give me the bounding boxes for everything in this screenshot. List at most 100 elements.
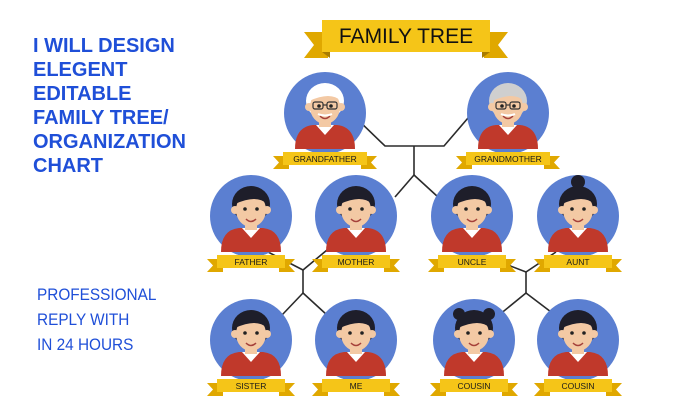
ribbon-band <box>322 255 390 268</box>
name-ribbon: COUSIN <box>430 379 518 396</box>
eye-left <box>348 331 352 335</box>
member-label: FATHER <box>235 257 268 267</box>
member-node-me: ME <box>312 299 400 396</box>
hair-fringe <box>340 187 372 204</box>
reply-promise-line-2: REPLY WITH <box>37 311 130 329</box>
hair-fringe <box>492 84 524 101</box>
title-banner-fold-left <box>322 52 330 58</box>
member-label: COUSIN <box>457 381 490 391</box>
person-avatar-icon <box>548 310 608 376</box>
ribbon-band <box>322 379 390 392</box>
member-node-uncle: UNCLE <box>428 175 516 272</box>
hair-fringe <box>309 84 341 101</box>
eye-right <box>360 331 364 335</box>
eye-left <box>243 331 247 335</box>
headline-line-6: CHART <box>33 155 103 177</box>
eye-right <box>255 207 259 211</box>
collar <box>347 228 365 238</box>
person-avatar-icon <box>221 310 281 376</box>
mouth <box>572 342 584 347</box>
reply-promise: PROFESSIONAL REPLY WITH IN 24 HOURS <box>37 283 195 358</box>
moustache <box>317 113 333 117</box>
headline-line-1: I WILL DESIGN <box>33 35 175 57</box>
collar <box>242 228 260 238</box>
mouth <box>319 115 331 120</box>
title-banner-ribbon <box>322 20 490 52</box>
member-label: COUSIN <box>561 381 594 391</box>
mouth <box>572 218 584 223</box>
person-avatar-icon <box>326 186 386 252</box>
ribbon-band <box>440 379 508 392</box>
shirt <box>326 228 386 252</box>
headline-line-4: FAMILY TREE/ <box>33 107 169 129</box>
headline-line-3: EDITABLE <box>33 83 132 105</box>
name-ribbon: MOTHER <box>312 255 400 272</box>
eye-right <box>582 207 586 211</box>
name-ribbon: ME <box>312 379 400 396</box>
connector-line <box>355 117 469 147</box>
hair-fringe <box>562 187 594 204</box>
connector-line <box>394 174 415 198</box>
ribbon-band <box>217 379 285 392</box>
member-node-grandmother: GRANDMOTHER <box>456 72 560 169</box>
shirt <box>444 352 504 376</box>
eye-left <box>348 207 352 211</box>
collar <box>463 228 481 238</box>
name-ribbon: COUSIN <box>534 379 622 396</box>
collar <box>242 352 260 362</box>
shirt <box>221 352 281 376</box>
member-node-mother: MOTHER <box>312 175 400 272</box>
member-node-cousin-2: COUSIN <box>534 299 622 396</box>
member-label: UNCLE <box>458 257 487 267</box>
mouth <box>245 342 257 347</box>
shirt <box>548 228 608 252</box>
person-avatar-icon <box>221 186 281 252</box>
person-avatar-icon <box>478 83 538 149</box>
eye-left <box>570 207 574 211</box>
name-ribbon: FATHER <box>207 255 295 272</box>
mouth <box>245 218 257 223</box>
reply-promise-line-1: PROFESSIONAL <box>37 286 157 304</box>
headline: I WILL DESIGN ELEGENT EDITABLE FAMILY TR… <box>33 34 243 178</box>
eye-left <box>243 207 247 211</box>
name-ribbon: AUNT <box>534 255 622 272</box>
face <box>341 317 371 351</box>
headline-line-5: ORGANIZATION <box>33 131 186 153</box>
member-label: GRANDFATHER <box>293 154 357 164</box>
member-node-cousin-1: COUSIN <box>430 299 518 396</box>
hair-fringe <box>458 311 490 328</box>
ribbon-band <box>438 255 506 268</box>
eye-left <box>500 104 504 108</box>
person-avatar-icon <box>548 175 608 252</box>
face <box>493 90 523 124</box>
hair-bun <box>571 175 585 189</box>
mouth <box>350 218 362 223</box>
title-banner-text: FAMILY TREE <box>339 25 473 48</box>
eye-right <box>255 331 259 335</box>
face <box>563 193 593 227</box>
name-ribbon: GRANDMOTHER <box>456 152 560 169</box>
mouth <box>350 342 362 347</box>
eye-right <box>360 207 364 211</box>
name-ribbon: SISTER <box>207 379 295 396</box>
eye-left <box>570 331 574 335</box>
eye-right <box>478 331 482 335</box>
hair-fringe <box>340 311 372 328</box>
face <box>459 317 489 351</box>
shirt <box>221 228 281 252</box>
member-label: MOTHER <box>338 257 375 267</box>
member-label: SISTER <box>236 381 267 391</box>
shirt <box>295 125 355 149</box>
ribbon-band <box>217 255 285 268</box>
title-banner-fold-right <box>482 52 490 58</box>
eye-right <box>582 331 586 335</box>
headline-line-2: ELEGENT <box>33 59 128 81</box>
connector-line <box>413 174 439 198</box>
person-avatar-icon <box>442 186 502 252</box>
person-avatar-icon <box>444 308 504 376</box>
reply-promise-line-3: IN 24 HOURS <box>37 336 134 354</box>
eye-left <box>466 331 470 335</box>
collar <box>569 228 587 238</box>
eye-right <box>329 104 333 108</box>
connector-line <box>498 292 527 316</box>
